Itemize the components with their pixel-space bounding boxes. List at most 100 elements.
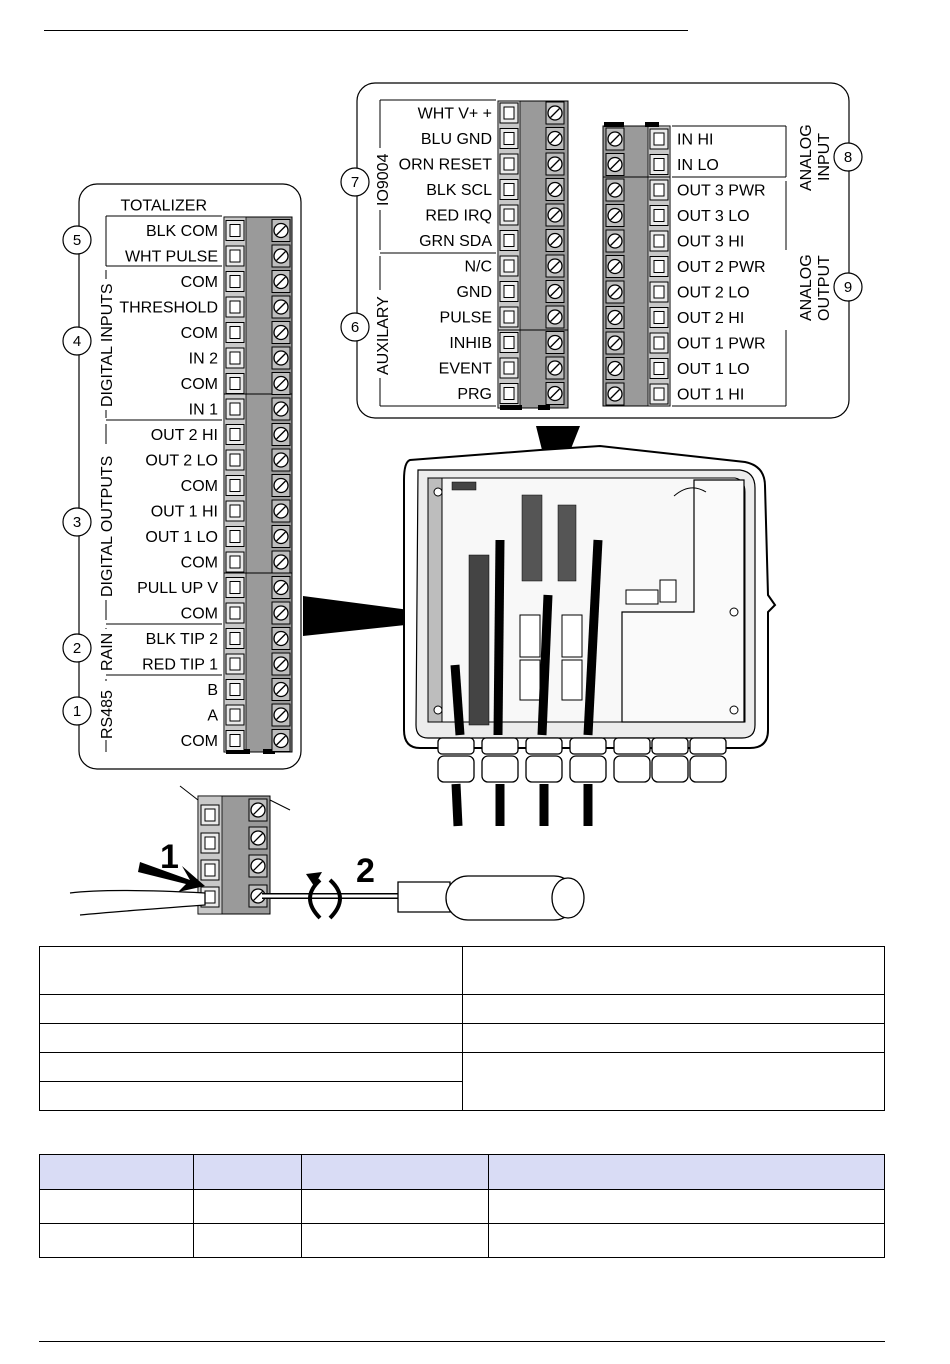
terminal-screw[interactable]	[271, 575, 291, 600]
top-right-terminal-label: IN LO	[677, 157, 719, 174]
table-cell	[461, 994, 885, 1024]
terminal-slot	[225, 220, 245, 241]
terminal-screw[interactable]	[271, 320, 291, 345]
table-cell	[39, 1223, 194, 1258]
group-analog-input-line2: INPUT	[816, 133, 833, 181]
terminal-screw[interactable]	[545, 177, 565, 202]
terminal-screw[interactable]	[271, 218, 291, 243]
terminal-screw[interactable]	[605, 203, 625, 228]
terminal-slot	[225, 526, 245, 547]
terminal-screw[interactable]	[605, 382, 625, 406]
terminal-slot	[225, 424, 245, 445]
terminal-slot	[225, 602, 245, 624]
table-cell	[39, 1189, 194, 1224]
install-detail: 1 2	[69, 785, 585, 921]
terminal-slot	[225, 322, 245, 343]
callout-6: 6	[340, 312, 370, 342]
terminal-screw[interactable]	[271, 626, 291, 651]
callout-2: 2	[62, 633, 92, 663]
left-terminal-label: OUT 1 LO	[145, 529, 218, 546]
table-2	[39, 1154, 885, 1258]
group-rs485: RS485	[99, 690, 116, 739]
terminal-screw[interactable]	[545, 228, 565, 253]
terminal-screw[interactable]	[605, 305, 625, 330]
table-1	[39, 946, 885, 1111]
terminal-slot	[225, 653, 245, 675]
terminal-screw[interactable]	[271, 601, 291, 625]
terminal-slot	[649, 179, 669, 201]
footer-rule	[39, 1341, 885, 1342]
terminal-screw[interactable]	[271, 473, 291, 498]
terminal-screw[interactable]	[271, 269, 291, 294]
left-terminal-label: A	[207, 708, 218, 725]
terminal-slot	[649, 205, 669, 226]
svg-text:1: 1	[73, 703, 81, 720]
terminal-screw[interactable]	[271, 371, 291, 396]
terminal-screw[interactable]	[271, 652, 291, 676]
terminal-screw[interactable]	[605, 152, 625, 177]
terminal-screw[interactable]	[545, 101, 565, 125]
terminal-screw[interactable]	[605, 254, 625, 279]
terminal-slot	[499, 357, 519, 379]
table-row	[39, 1189, 885, 1224]
table-cell	[488, 1189, 885, 1224]
table-cell	[39, 946, 463, 995]
terminal-screw[interactable]	[545, 279, 565, 304]
terminal-screw[interactable]	[605, 178, 625, 202]
left-terminal-label: OUT 1 HI	[151, 504, 218, 521]
top-left-terminal-label: GRN SDA	[419, 233, 492, 250]
top-right-terminal-label: OUT 3 PWR	[677, 183, 766, 200]
terminal-screw[interactable]	[545, 203, 565, 227]
terminal-screw[interactable]	[545, 330, 565, 355]
terminal-slot	[499, 281, 519, 302]
terminal-screw[interactable]	[545, 126, 565, 151]
terminal-screw[interactable]	[545, 381, 565, 406]
terminal-slot	[649, 256, 669, 277]
terminal-slot	[225, 679, 245, 700]
callout-4: 4	[62, 326, 92, 356]
table-row	[39, 994, 885, 1024]
left-terminal-label: COM	[181, 606, 218, 623]
left-terminal-label: IN 2	[189, 351, 218, 368]
terminal-screw[interactable]	[271, 346, 291, 370]
top-right-terminal-label: OUT 2 LO	[677, 285, 750, 302]
terminal-screw[interactable]	[271, 728, 291, 753]
terminal-slot	[225, 551, 245, 573]
top-right-terminal-label: OUT 1 LO	[677, 361, 750, 378]
terminal-screw[interactable]	[271, 295, 291, 319]
table-cell	[39, 994, 463, 1024]
svg-text:8: 8	[844, 149, 852, 166]
terminal-slot	[225, 577, 245, 598]
terminal-screw[interactable]	[605, 127, 625, 151]
table-row	[39, 1023, 885, 1053]
terminal-screw[interactable]	[271, 448, 291, 472]
terminal-screw[interactable]	[545, 356, 565, 380]
terminal-screw[interactable]	[545, 254, 565, 278]
svg-text:6: 6	[351, 319, 359, 336]
terminal-screw[interactable]	[605, 229, 625, 253]
left-terminal-label: OUT 2 LO	[145, 453, 218, 470]
terminal-screw[interactable]	[271, 524, 291, 549]
terminal-screw[interactable]	[271, 677, 291, 702]
terminal-screw[interactable]	[271, 397, 291, 421]
terminal-screw[interactable]	[545, 305, 565, 329]
svg-text:4: 4	[73, 333, 81, 350]
left-terminal-label: B	[207, 682, 218, 699]
terminal-screw[interactable]	[271, 703, 291, 727]
terminal-screw[interactable]	[605, 356, 625, 381]
terminal-screw[interactable]	[605, 331, 625, 355]
table-cell	[39, 1023, 463, 1053]
terminal-screw[interactable]	[271, 244, 291, 268]
table-header-cell	[488, 1154, 885, 1190]
top-right-terminal-label: OUT 2 PWR	[677, 259, 766, 276]
terminal-screw[interactable]	[271, 550, 291, 574]
terminal-screw[interactable]	[545, 152, 565, 176]
terminal-screw[interactable]	[271, 422, 291, 447]
terminal-screw[interactable]	[605, 280, 625, 304]
top-left-terminal-label: INHIB	[449, 335, 492, 352]
insert-arrow	[138, 862, 205, 892]
left-terminal-label: BLK TIP 2	[146, 631, 218, 648]
terminal-screw[interactable]	[271, 499, 291, 523]
